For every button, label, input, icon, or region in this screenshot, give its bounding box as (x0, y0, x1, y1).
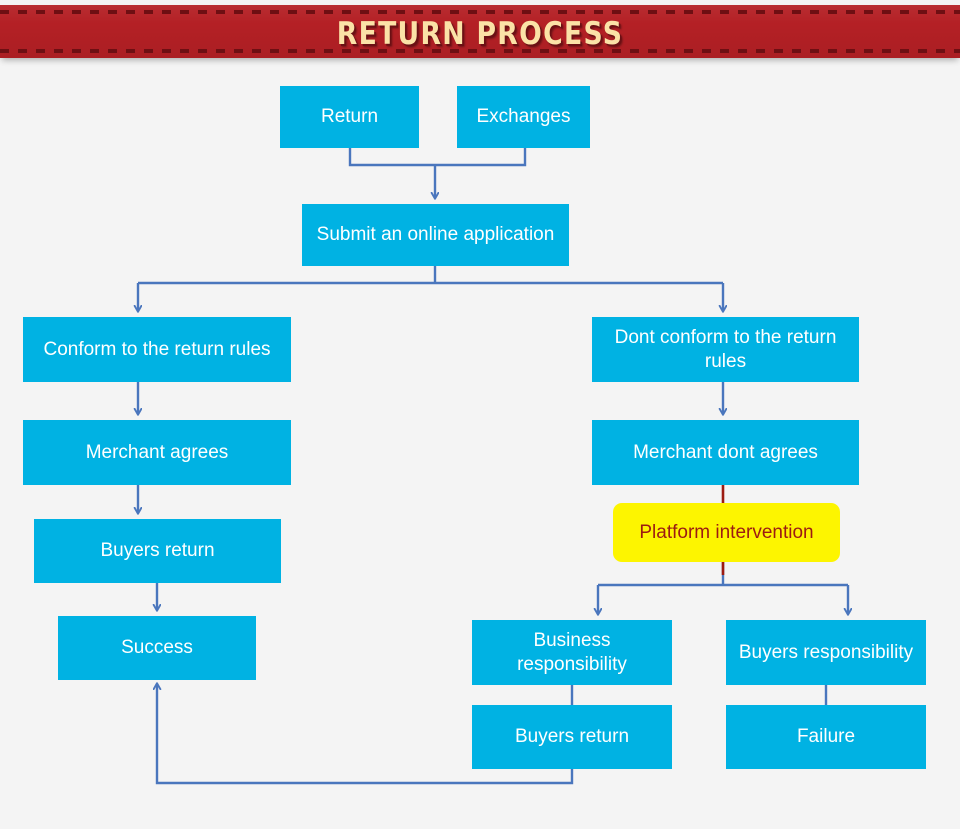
node-success[interactable]: Success (58, 616, 256, 680)
node-conform-to-return-rules[interactable]: Conform to the return rules (23, 317, 291, 382)
node-merchant-agrees[interactable]: Merchant agrees (23, 420, 291, 485)
node-buyers-return-left[interactable]: Buyers return (34, 519, 281, 583)
page-title: RETURN PROCESS (336, 16, 624, 52)
banner-stitch-bottom (0, 49, 960, 53)
node-business-responsibility[interactable]: Business responsibility (472, 620, 672, 685)
node-platform-intervention[interactable]: Platform intervention (613, 503, 840, 562)
node-failure[interactable]: Failure (726, 705, 926, 769)
node-merchant-dont-agrees[interactable]: Merchant dont agrees (592, 420, 859, 485)
edge-returns-merge-bar (348, 148, 527, 167)
node-return[interactable]: Return (280, 86, 419, 148)
node-exchanges[interactable]: Exchanges (457, 86, 590, 148)
node-submit-online-application[interactable]: Submit an online application (302, 204, 569, 266)
page-banner: RETURN PROCESS (0, 5, 960, 58)
node-dont-conform-to-return-rules[interactable]: Dont conform to the return rules (592, 317, 859, 382)
banner-stitch-top (0, 10, 960, 14)
node-buyers-return-bottom[interactable]: Buyers return (472, 705, 672, 769)
node-buyers-responsibility[interactable]: Buyers responsibility (726, 620, 926, 685)
